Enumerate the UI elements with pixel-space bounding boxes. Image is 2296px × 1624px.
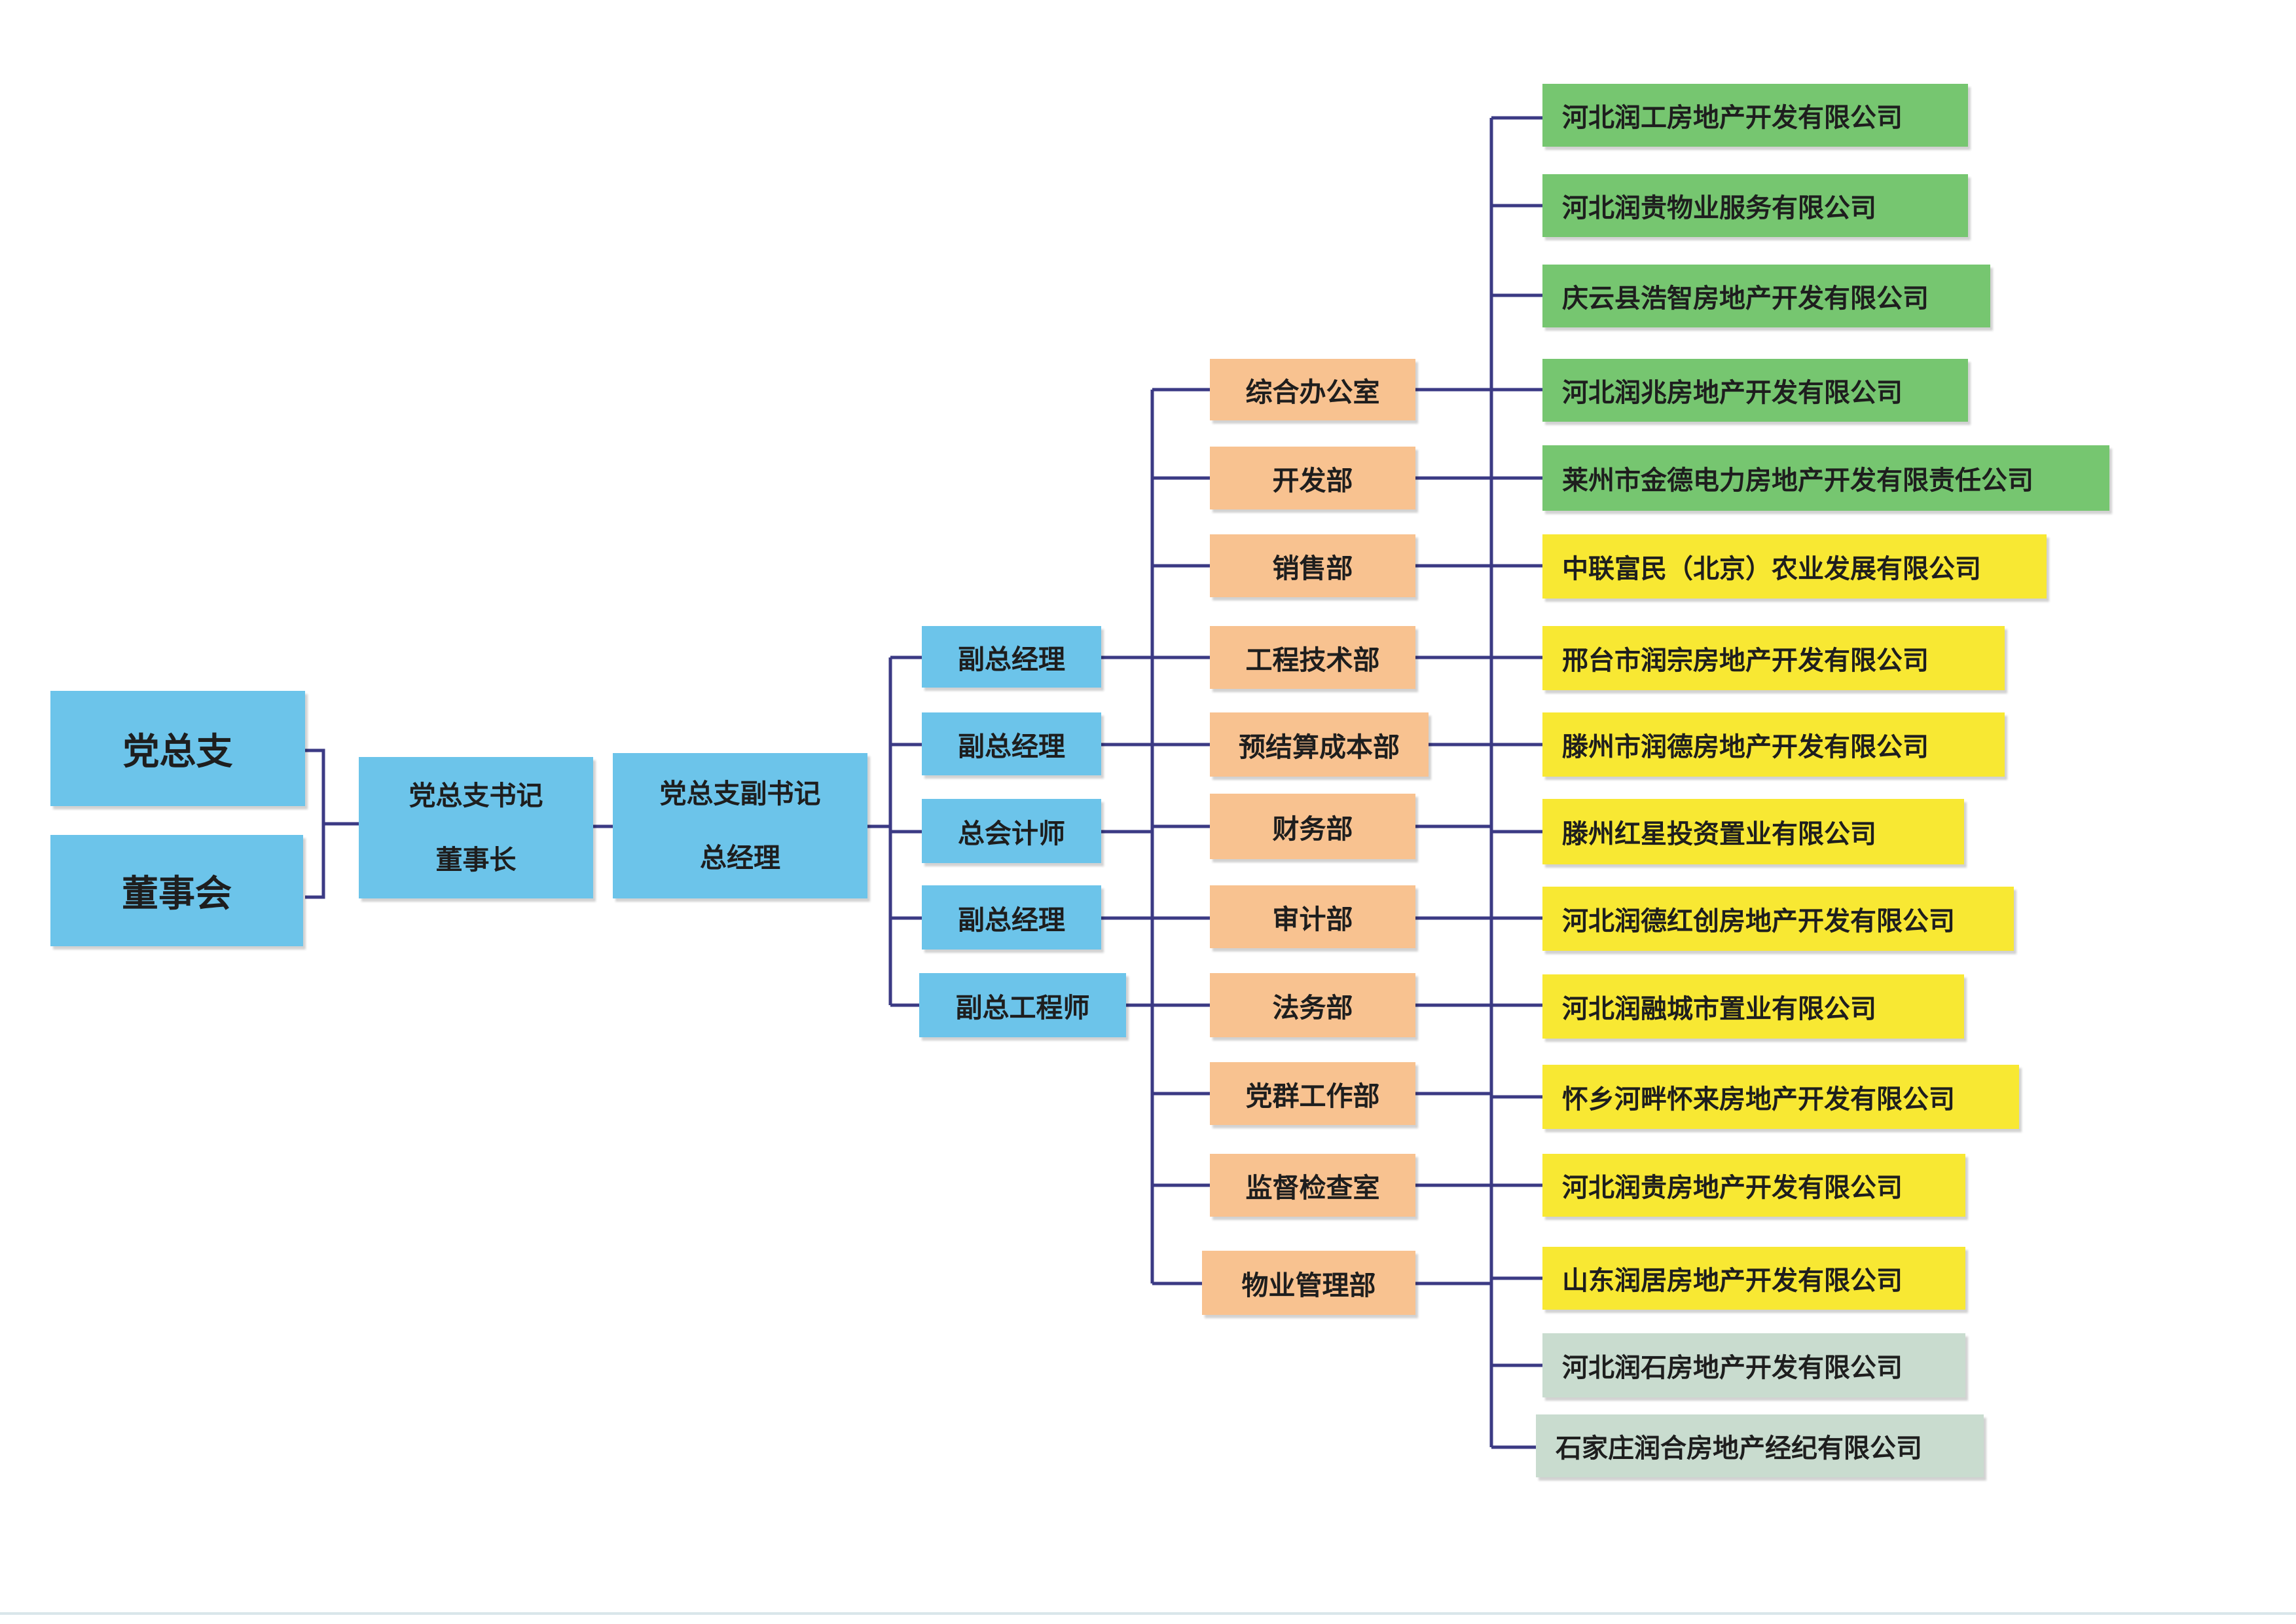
company-box: 山东润居房地产开发有限公司 <box>1542 1247 1965 1310</box>
top-bracket <box>305 748 359 899</box>
secretary-line2: 董事长 <box>435 844 517 876</box>
department-label: 法务部 <box>1272 992 1353 1024</box>
company-label: 石家庄润合房地产经纪有限公司 <box>1556 1433 1922 1464</box>
department-box: 预结算成本部 <box>1210 712 1429 777</box>
company-box: 河北润德红创房地产开发有限公司 <box>1542 887 2014 951</box>
manager-bracket <box>867 655 922 1007</box>
department-box: 财务部 <box>1210 794 1415 859</box>
company-box: 邢台市润宗房地产开发有限公司 <box>1542 626 2005 690</box>
manager-dept-links <box>1101 655 1152 1007</box>
manager-label: 副总经理 <box>958 644 1065 675</box>
department-box: 物业管理部 <box>1202 1251 1415 1315</box>
company-label: 河北润贵物业服务有限公司 <box>1562 193 1876 223</box>
company-label: 河北润贵房地产开发有限公司 <box>1562 1173 1903 1203</box>
party-branch-box: 党总支 <box>50 691 305 806</box>
company-label: 河北润德红创房地产开发有限公司 <box>1562 906 1955 936</box>
scan-edge-line <box>0 1612 2296 1615</box>
secretary-box: 党总支书记 董事长 <box>359 757 593 898</box>
department-label: 综合办公室 <box>1245 377 1380 408</box>
dept-stubs <box>1152 388 1210 1285</box>
manager-box: 副总经理 <box>922 885 1101 950</box>
manager-box: 副总经理 <box>922 712 1101 775</box>
company-box: 河北润石房地产开发有限公司 <box>1542 1333 1965 1397</box>
department-box: 法务部 <box>1210 973 1415 1037</box>
company-box: 庆云县浩智房地产开发有限公司 <box>1542 265 1990 327</box>
department-label: 审计部 <box>1272 904 1353 935</box>
party-branch-label: 党总支 <box>122 730 233 773</box>
department-label: 销售部 <box>1272 553 1353 584</box>
manager-label: 总会计师 <box>958 818 1065 849</box>
company-label: 庆云县浩智房地产开发有限公司 <box>1562 284 1929 314</box>
department-box: 工程技术部 <box>1210 626 1415 689</box>
company-label: 河北润石房地产开发有限公司 <box>1562 1353 1903 1383</box>
deputy-chief-engineer-box: 副总工程师 <box>919 973 1126 1037</box>
company-label: 邢台市润宗房地产开发有限公司 <box>1562 646 1929 676</box>
board-box: 董事会 <box>50 835 303 946</box>
company-label: 河北润兆房地产开发有限公司 <box>1562 378 1903 408</box>
company-label: 滕州市润德房地产开发有限公司 <box>1562 732 1929 762</box>
department-box: 销售部 <box>1210 534 1415 597</box>
company-box: 河北润贵房地产开发有限公司 <box>1542 1154 1965 1217</box>
department-box: 开发部 <box>1210 447 1415 509</box>
secretary-line1: 党总支书记 <box>409 780 543 811</box>
department-box: 监督检查室 <box>1210 1154 1415 1217</box>
company-label: 莱州市金德电力房地产开发有限责任公司 <box>1562 466 2033 496</box>
department-label: 物业管理部 <box>1241 1270 1376 1301</box>
department-label: 财务部 <box>1272 813 1353 845</box>
department-label: 开发部 <box>1272 465 1353 496</box>
company-box: 中联富民（北京）农业发展有限公司 <box>1542 534 2047 599</box>
dept-company-links <box>1415 388 1491 1285</box>
company-box: 怀乡河畔怀来房地产开发有限公司 <box>1542 1065 2019 1129</box>
department-label: 工程技术部 <box>1245 644 1380 676</box>
department-box: 综合办公室 <box>1210 359 1415 420</box>
manager-label: 副总工程师 <box>955 992 1090 1024</box>
company-label: 中联富民（北京）农业发展有限公司 <box>1562 554 1981 584</box>
company-label: 滕州红星投资置业有限公司 <box>1562 819 1876 849</box>
department-label: 监督检查室 <box>1245 1172 1380 1204</box>
company-label: 怀乡河畔怀来房地产开发有限公司 <box>1562 1084 1955 1115</box>
department-label: 党群工作部 <box>1245 1080 1380 1112</box>
company-box: 滕州市润德房地产开发有限公司 <box>1542 712 2005 777</box>
deputy-secretary-line1: 党总支副书记 <box>659 778 821 809</box>
department-box: 审计部 <box>1210 885 1415 948</box>
manager-label: 副总经理 <box>958 904 1065 936</box>
manager-label: 副总经理 <box>958 731 1065 762</box>
company-label: 河北润融城市置业有限公司 <box>1562 994 1876 1024</box>
deputy-secretary-box: 党总支副书记 总经理 <box>613 753 867 898</box>
company-label: 河北润工房地产开发有限公司 <box>1562 103 1903 133</box>
company-box: 河北润贵物业服务有限公司 <box>1542 174 1968 237</box>
company-box: 河北润兆房地产开发有限公司 <box>1542 359 1968 422</box>
company-box: 滕州红星投资置业有限公司 <box>1542 799 1964 864</box>
company-label: 山东润居房地产开发有限公司 <box>1562 1266 1903 1296</box>
company-box: 莱州市金德电力房地产开发有限责任公司 <box>1542 445 2109 511</box>
company-box: 河北润工房地产开发有限公司 <box>1542 84 1968 147</box>
company-stubs <box>1491 116 1542 1449</box>
deputy-secretary-line2: 总经理 <box>700 842 780 874</box>
company-box: 石家庄润合房地产经纪有限公司 <box>1536 1414 1984 1477</box>
company-box: 河北润融城市置业有限公司 <box>1542 974 1964 1039</box>
department-label: 预结算成本部 <box>1239 731 1400 763</box>
chief-accountant-box: 总会计师 <box>922 799 1101 863</box>
manager-box: 副总经理 <box>922 626 1101 688</box>
department-box: 党群工作部 <box>1210 1062 1415 1125</box>
board-label: 董事会 <box>122 872 232 915</box>
